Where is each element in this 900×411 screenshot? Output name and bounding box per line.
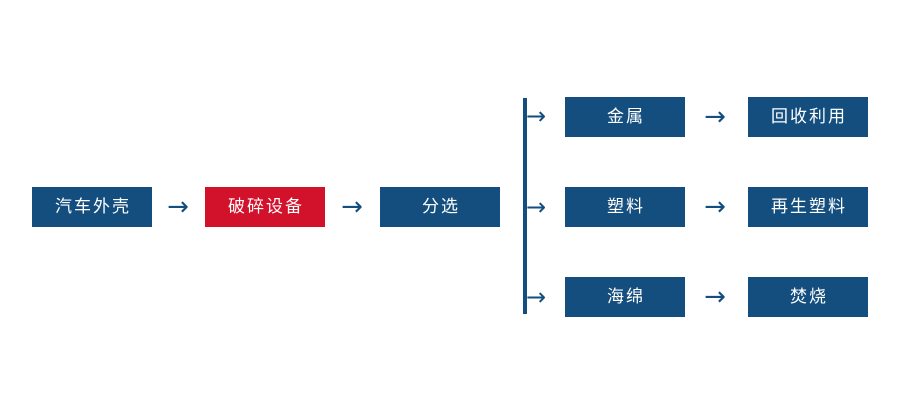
node-plastic-material[interactable]: 塑料 (565, 187, 685, 227)
branch-arrow-icon-sponge: → (526, 283, 547, 311)
arrow-right-icon-1: → (167, 192, 189, 222)
arrow-right-icon-plastic: → (704, 192, 726, 222)
arrow-right-icon-metal: → (704, 102, 726, 132)
node-metal-outcome[interactable]: 回收利用 (748, 97, 868, 137)
node-metal-material[interactable]: 金属 (565, 97, 685, 137)
arrow-right-icon-sponge: → (704, 282, 726, 312)
branch-arrow-icon-metal: → (526, 102, 547, 130)
branch-arrow-icon-plastic: → (526, 193, 547, 221)
node-sorting[interactable]: 分选 (380, 187, 500, 227)
node-sponge-material[interactable]: 海绵 (565, 277, 685, 317)
node-crusher[interactable]: 破碎设备 (205, 187, 325, 227)
arrow-right-icon-2: → (341, 192, 363, 222)
node-plastic-outcome[interactable]: 再生塑料 (748, 187, 868, 227)
branch-distribution-bar (523, 98, 527, 314)
node-car-shell[interactable]: 汽车外壳 (32, 187, 152, 227)
node-sponge-outcome[interactable]: 焚烧 (748, 277, 868, 317)
